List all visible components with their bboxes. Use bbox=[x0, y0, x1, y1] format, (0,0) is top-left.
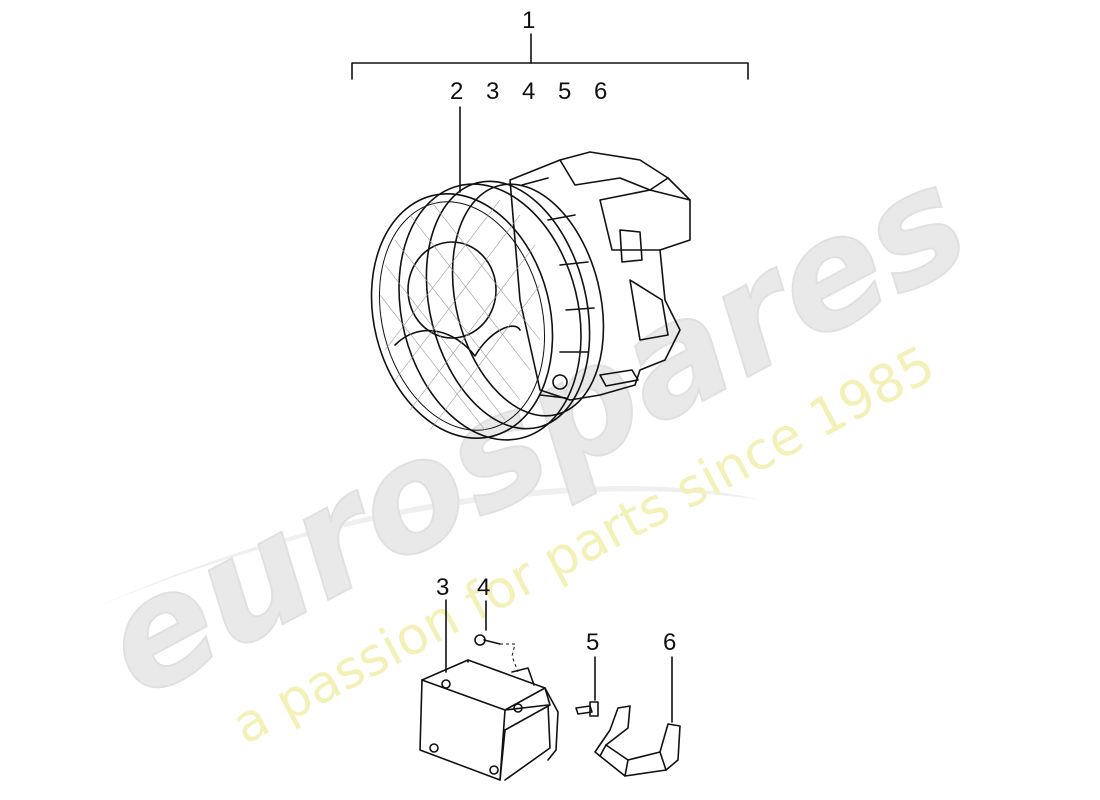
callout-2: 2 bbox=[450, 78, 463, 105]
control-unit-side bbox=[544, 687, 559, 761]
bracket-body bbox=[594, 705, 681, 777]
control-unit-group: 3 bbox=[419, 574, 559, 781]
headlamp-housing-top bbox=[559, 159, 669, 191]
headlamp-lens-pattern bbox=[394, 325, 521, 357]
headlamp-rim-inner bbox=[398, 183, 582, 441]
headlamp-lens-texture bbox=[379, 199, 541, 431]
headlamp-projector-ring bbox=[407, 241, 497, 339]
bolt-group: 5 bbox=[575, 629, 599, 717]
callout-4: 4 bbox=[477, 574, 490, 601]
callout-6-group: 6 bbox=[594, 78, 607, 105]
headlamp bbox=[370, 151, 691, 441]
bolt-body bbox=[575, 705, 593, 715]
control-unit-front bbox=[421, 659, 551, 781]
headlamp-lens bbox=[370, 193, 554, 439]
headlamp-rim-mid bbox=[425, 180, 591, 430]
callout-3: 3 bbox=[436, 574, 449, 601]
callout-1: 1 bbox=[522, 7, 535, 34]
headlamp-connector bbox=[599, 369, 639, 387]
callout-3-group: 3 bbox=[486, 78, 499, 105]
headlamp-lens-edge bbox=[378, 201, 546, 431]
control-unit-screw-4 bbox=[513, 703, 523, 713]
headlamp-adjuster bbox=[552, 374, 568, 390]
headlamp-rim-ribs bbox=[521, 177, 595, 399]
callout-5: 5 bbox=[586, 629, 599, 656]
callout-5-group: 5 bbox=[558, 78, 571, 105]
control-unit-screw-2 bbox=[429, 743, 439, 753]
bracket-edge bbox=[599, 744, 667, 777]
headlamp-housing-detail bbox=[619, 229, 669, 341]
watermark: eurospares a passion for parts since 198… bbox=[74, 132, 995, 757]
headlamp-housing-flap bbox=[599, 189, 691, 251]
bolt-head bbox=[589, 701, 599, 717]
control-unit-screw-1 bbox=[441, 679, 451, 689]
main-assembly-callout: 1 2 3 4 5 6 bbox=[351, 7, 749, 193]
screw-group: 4 bbox=[474, 574, 519, 673]
callout-6: 6 bbox=[663, 629, 676, 656]
callout-4-group: 4 bbox=[522, 78, 535, 105]
bracket-group: 6 bbox=[594, 629, 681, 777]
control-unit-body bbox=[419, 659, 551, 781]
screw-shaft bbox=[483, 639, 501, 645]
callout-1-bracket bbox=[351, 62, 749, 80]
screw-path bbox=[500, 643, 519, 673]
control-unit-screw-3 bbox=[489, 765, 499, 775]
